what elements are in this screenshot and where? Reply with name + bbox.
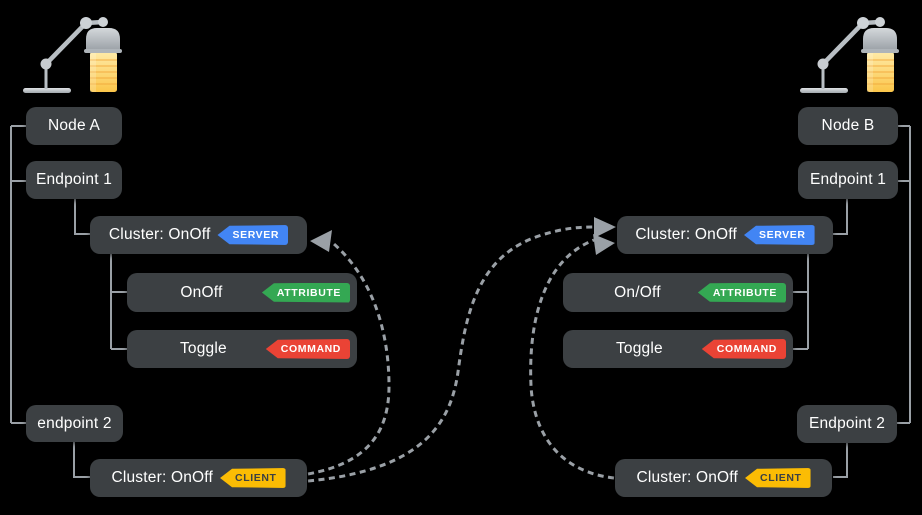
node-b-cluster-server-box: Cluster: OnOff SERVER [617, 216, 833, 254]
client-badge: CLIENT [745, 468, 811, 488]
node-b-cluster-client-box: Cluster: OnOff CLIENT [615, 459, 832, 497]
server-badge: SERVER [743, 225, 815, 245]
node-b-endpoint2-label: Endpoint 2 [808, 415, 886, 432]
node-b-attribute-box: On/Off ATTRIBUTE [563, 273, 793, 312]
node-b-cluster-server-label: Cluster: OnOff [635, 226, 737, 243]
node-a-endpoint1-label: Endpoint 1 [35, 171, 113, 188]
node-b-command-box: Toggle COMMAND [563, 330, 793, 368]
arrowhead-serverA [310, 230, 332, 252]
desk-lamp-icon [23, 17, 122, 93]
node-b-box: Node B [798, 107, 898, 145]
node-b-command-label: Toggle [615, 340, 663, 357]
node-a-endpoint2-label: endpoint 2 [37, 414, 112, 432]
node-a-cluster-client-label: Cluster: OnOff [111, 469, 214, 486]
server-badge: SERVER [217, 225, 289, 245]
node-a-cluster-server-label: Cluster: OnOff [108, 226, 211, 243]
node-a-command-label: Toggle [179, 340, 227, 357]
binding-arrow-clientB-to-serverB [529, 238, 615, 480]
attribute-badge: ATTRIBUTE [261, 282, 350, 303]
command-badge: COMMAND [701, 339, 786, 359]
binding-arrow-clientA-to-serverA [307, 242, 391, 476]
node-b-endpoint1-box: Endpoint 1 [798, 161, 898, 199]
desk-lamp-icon [800, 17, 899, 93]
node-b-label: Node B [821, 117, 875, 134]
node-a-endpoint1-box: Endpoint 1 [26, 161, 122, 199]
node-b-cluster-client-label: Cluster: OnOff [636, 469, 739, 486]
node-a-endpoint2-box: endpoint 2 [26, 405, 123, 442]
node-a-cluster-server-box: Cluster: OnOff SERVER [90, 216, 307, 254]
arrowhead-serverB-upper [594, 217, 616, 238]
node-b-endpoint2-box: Endpoint 2 [797, 405, 897, 443]
node-b-attribute-label: On/Off [614, 283, 661, 301]
node-b-endpoint1-label: Endpoint 1 [809, 171, 887, 188]
attribute-badge: ATTRIBUTE [697, 282, 786, 303]
node-a-box: Node A [26, 107, 122, 145]
binding-arrow-clientA-to-serverB [307, 225, 595, 483]
node-a-command-box: Toggle COMMAND [127, 330, 357, 368]
node-a-label: Node A [47, 117, 101, 134]
command-badge: COMMAND [265, 339, 350, 359]
arrowhead-serverB-lower [593, 234, 615, 255]
tree-connectors [10, 125, 911, 478]
node-a-cluster-client-box: Cluster: OnOff CLIENT [90, 459, 307, 497]
node-a-attribute-label: OnOff [180, 283, 223, 301]
node-a-attribute-box: OnOff ATTRIBUTE [127, 273, 357, 312]
client-badge: CLIENT [220, 468, 286, 488]
